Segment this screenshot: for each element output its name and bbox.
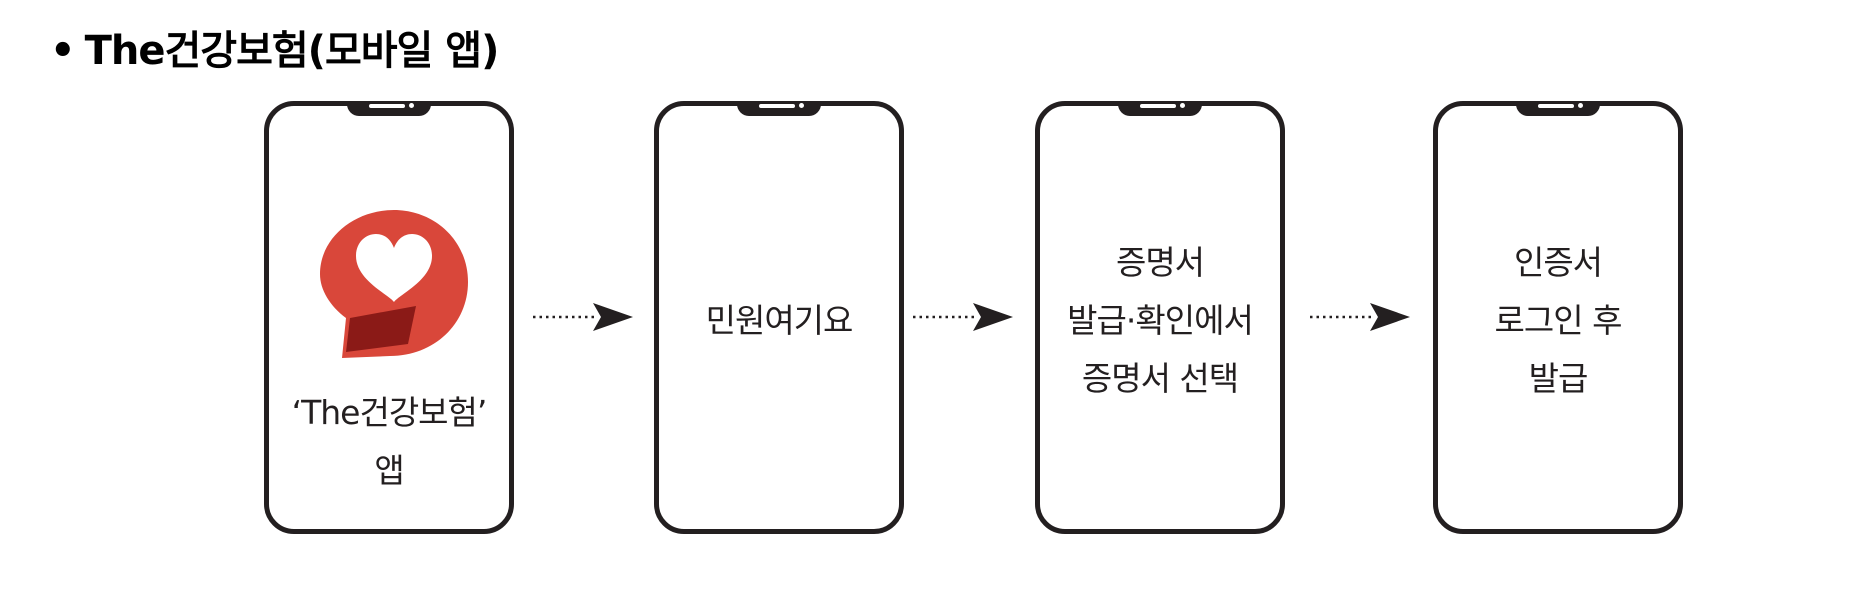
step-label-line: 증명서 선택 — [1081, 359, 1239, 398]
speaker-icon — [759, 104, 795, 108]
step-1-label: ‘The건강보험’ 앱 — [269, 384, 509, 500]
phone-step-3: 증명서 발급·확인에서 증명서 선택 — [1035, 101, 1285, 534]
phone-notch — [1516, 101, 1600, 116]
step-label-line: 앱 — [374, 451, 404, 490]
section-heading: •The건강보험(모바일 앱) — [50, 18, 500, 76]
step-4-label: 인증서 로그인 후 발급 — [1438, 234, 1678, 408]
the-health-insurance-app-logo-icon — [320, 210, 468, 358]
step-label-line: 발급 — [1528, 359, 1589, 398]
phone-step-4: 인증서 로그인 후 발급 — [1433, 101, 1683, 534]
arrow-right-icon — [533, 303, 633, 331]
step-label-line: 민원여기요 — [705, 301, 854, 340]
step-label-line: ‘The건강보험’ — [291, 393, 488, 432]
arrow-right-icon — [913, 303, 1013, 331]
arrow-right-icon — [1310, 303, 1410, 331]
speaker-icon — [1140, 104, 1176, 108]
step-3-label: 증명서 발급·확인에서 증명서 선택 — [1040, 234, 1280, 408]
speaker-icon — [369, 104, 405, 108]
camera-icon — [1180, 103, 1185, 108]
camera-icon — [799, 103, 804, 108]
camera-icon — [409, 103, 414, 108]
speaker-icon — [1538, 104, 1574, 108]
phone-notch — [347, 101, 431, 116]
phone-step-1: ‘The건강보험’ 앱 — [264, 101, 514, 534]
step-2-label: 민원여기요 — [659, 292, 899, 350]
bullet: • — [50, 28, 76, 74]
phone-notch — [1118, 101, 1202, 116]
step-label-line: 인증서 — [1513, 243, 1603, 282]
step-label-line: 로그인 후 — [1494, 301, 1623, 340]
step-label-line: 발급·확인에서 — [1067, 301, 1254, 340]
heading-text: The건강보험(모바일 앱) — [84, 28, 500, 74]
phone-notch — [737, 101, 821, 116]
step-label-line: 증명서 — [1115, 243, 1205, 282]
camera-icon — [1578, 103, 1583, 108]
phone-step-2: 민원여기요 — [654, 101, 904, 534]
